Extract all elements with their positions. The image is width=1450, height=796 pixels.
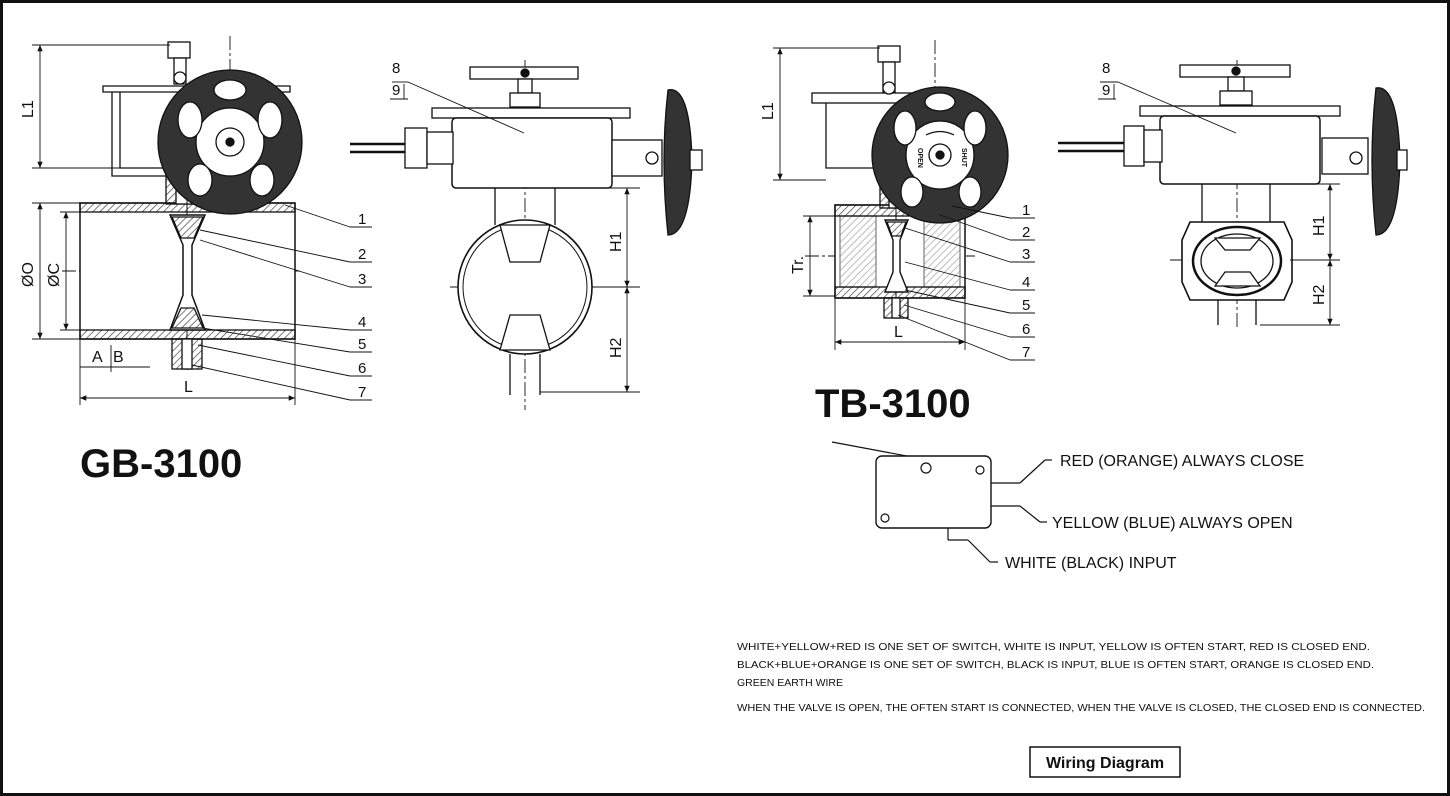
callout-8-tb: 8: [1102, 60, 1110, 77]
wire-label-white: WHITE (BLACK) INPUT: [1005, 555, 1177, 572]
note-line-2: BLACK+BLUE+ORANGE IS ONE SET OF SWITCH, …: [737, 659, 1374, 671]
gb-3100-dimensions: [32, 44, 296, 405]
callout-1-tb: 1: [1022, 202, 1030, 219]
wire-label-red: RED (ORANGE) ALWAYS CLOSE: [1060, 453, 1304, 470]
wiring-labels: RED (ORANGE) ALWAYS CLOSE YELLOW (BLUE) …: [1005, 453, 1304, 572]
dim-label-h1-tb: H1: [1311, 215, 1328, 236]
callout-4-tb: 4: [1022, 274, 1030, 291]
dim-label-od: ØO: [20, 262, 37, 287]
note-line-1: WHITE+YELLOW+RED IS ONE SET OF SWITCH, W…: [737, 641, 1370, 653]
handwheel-open-label: OPEN: [916, 148, 923, 168]
gb-3100-side-labels: H1 H2 8 9: [390, 60, 625, 358]
dim-label-l1-tb: L1: [760, 102, 777, 120]
callout-6-tb: 6: [1022, 321, 1030, 338]
gb-3100-side-dimensions: [392, 81, 640, 393]
tb-3100-handwheel-labels: OPEN SHUT: [916, 148, 967, 168]
wire-label-yellow: YELLOW (BLUE) ALWAYS OPEN: [1052, 515, 1293, 532]
dim-label-h2-tb: H2: [1311, 284, 1328, 305]
gb-3100-dimension-labels: L1 ØO ØC A B L: [20, 100, 193, 396]
model-title-tb-3100: TB-3100: [815, 382, 971, 426]
tb-3100-callout-numbers: 1 2 3 4 5 6 7: [1022, 202, 1030, 361]
dim-label-l-tb: L: [894, 324, 903, 341]
callout-7-gb: 7: [358, 384, 366, 401]
dim-label-a: A: [92, 349, 103, 366]
callout-3-tb: 3: [1022, 246, 1030, 263]
callout-5-gb: 5: [358, 336, 366, 353]
callout-9-tb: 9: [1102, 82, 1110, 99]
wiring-diagram-caption: Wiring Diagram: [1029, 746, 1181, 778]
callout-1-gb: 1: [358, 211, 366, 228]
callout-2-gb: 2: [358, 246, 366, 263]
tb-3100-dimension-labels: L1 Tr. L: [760, 102, 903, 341]
tb-3100-side-dimensions: [1098, 81, 1340, 326]
dim-label-l-gb: L: [184, 379, 193, 396]
callout-4-gb: 4: [358, 314, 366, 331]
dim-label-b: B: [113, 349, 124, 366]
callout-5-tb: 5: [1022, 297, 1030, 314]
gb-3100-callout-leaders: [191, 204, 372, 401]
note-line-4: WHEN THE VALVE IS OPEN, THE OFTEN START …: [737, 702, 1425, 714]
callout-7-tb: 7: [1022, 344, 1030, 361]
wiring-notes: WHITE+YELLOW+RED IS ONE SET OF SWITCH, W…: [737, 641, 1425, 714]
note-line-3: GREEN EARTH WIRE: [737, 677, 843, 689]
gb-3100-callout-numbers: 1 2 3 4 5 6 7: [358, 211, 366, 401]
callout-9-gb: 9: [392, 82, 400, 99]
callout-3-gb: 3: [358, 271, 366, 288]
callout-2-tb: 2: [1022, 224, 1030, 241]
model-title-gb-3100: GB-3100: [80, 442, 242, 486]
dim-label-l1-gb: L1: [20, 100, 37, 118]
callout-8-gb: 8: [392, 60, 400, 77]
tb-3100-side-labels: H1 H2 8 9: [1102, 60, 1328, 305]
handwheel-shut-label: SHUT: [960, 148, 967, 168]
tb-3100-callout-leaders: [897, 205, 1035, 361]
caption-text: Wiring Diagram: [1046, 755, 1164, 772]
gb-3100-side-view: [350, 60, 703, 410]
callout-6-gb: 6: [358, 360, 366, 377]
tb-3100-side-view: [1058, 60, 1408, 330]
tb-3100-section-view: [805, 40, 1009, 319]
dim-label-c: ØC: [46, 263, 63, 287]
dim-label-tr: Tr.: [790, 256, 807, 274]
dim-label-h2-gb: H2: [608, 337, 625, 358]
tb-3100-dimensions: [773, 47, 966, 350]
limit-switch-diagram: [831, 441, 1052, 563]
gb-3100-section-view: [62, 36, 303, 370]
dim-label-h1-gb: H1: [608, 231, 625, 252]
